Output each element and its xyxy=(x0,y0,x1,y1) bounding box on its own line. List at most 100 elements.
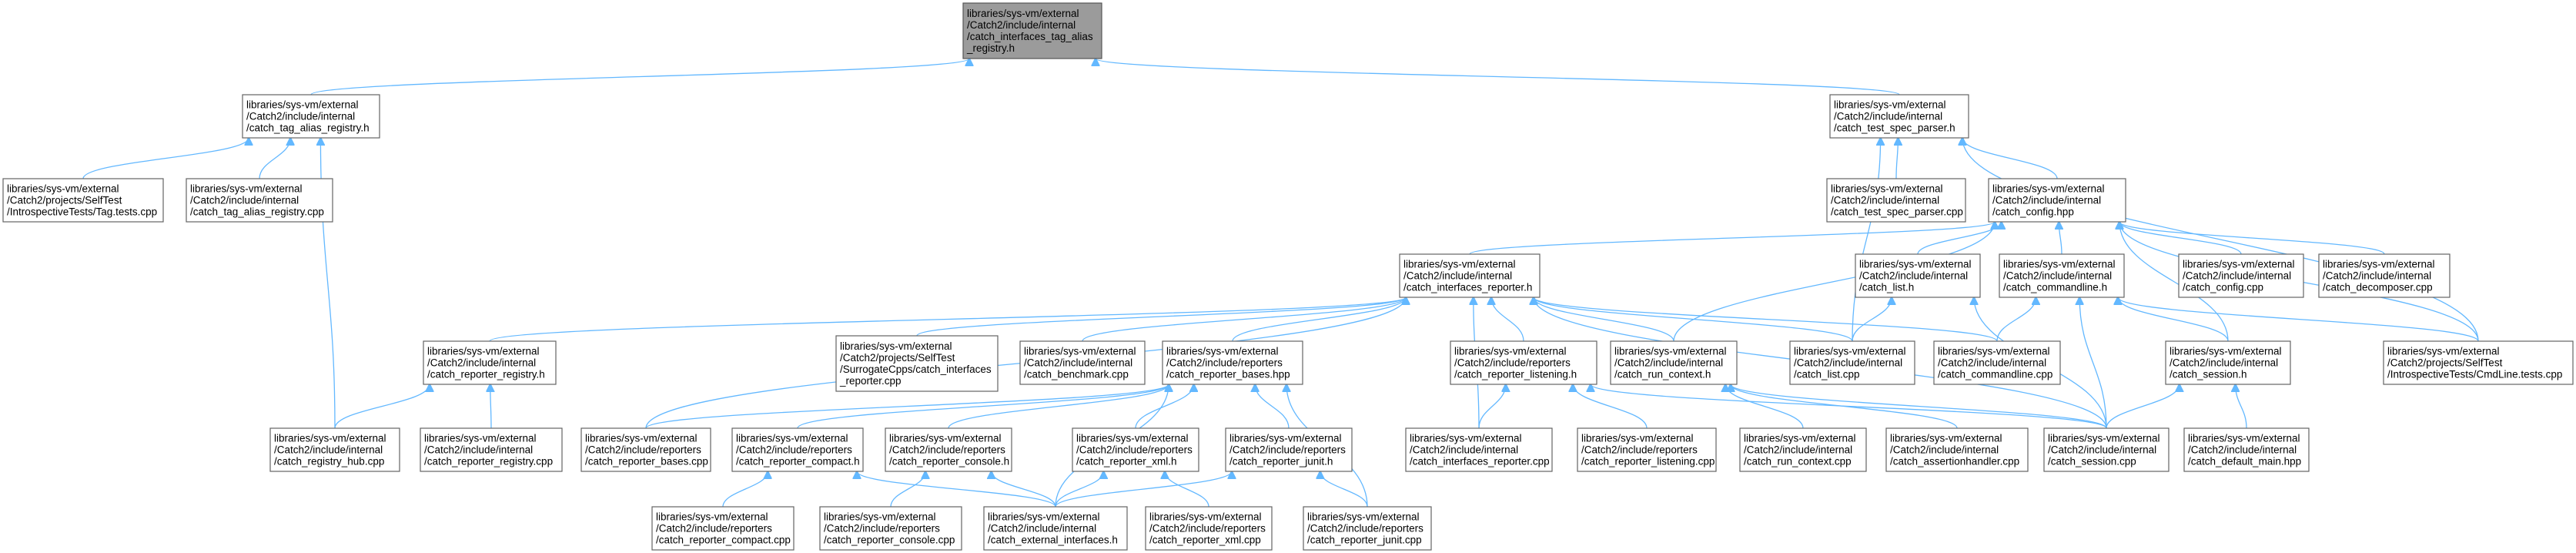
node-label-line: libraries/sys-vm/external xyxy=(1831,183,1943,195)
node-label-line: /Catch2/include/internal xyxy=(2323,270,2431,282)
dependency-edge xyxy=(1165,471,1209,508)
graph-node-registry-hub-cpp[interactable]: libraries/sys-vm/external/Catch2/include… xyxy=(269,427,400,472)
graph-node-tag-tests-cpp[interactable]: libraries/sys-vm/external/Catch2/project… xyxy=(2,178,164,223)
node-label-line: /catch_run_context.h xyxy=(1614,369,1711,380)
node-label-line: libraries/sys-vm/external xyxy=(824,511,936,523)
graph-node-run-context-h[interactable]: libraries/sys-vm/external/Catch2/include… xyxy=(1610,340,1738,385)
graph-node-reporter-compact-h[interactable]: libraries/sys-vm/external/Catch2/include… xyxy=(731,427,864,472)
graph-node-reporter-xml-cpp[interactable]: libraries/sys-vm/external/Catch2/include… xyxy=(1145,506,1273,551)
node-label-line: /catch_test_spec_parser.h xyxy=(1834,122,1955,134)
graph-node-interfaces-reporter-cpp[interactable]: libraries/sys-vm/external/Catch2/include… xyxy=(1405,427,1553,472)
graph-node-surrogate-cpp[interactable]: libraries/sys-vm/external/Catch2/project… xyxy=(835,335,999,392)
node-label-line: /Catch2/projects/SelfTest xyxy=(840,352,955,364)
node-label-line: /catch_reporter_junit.h xyxy=(1229,456,1333,468)
graph-node-reporter-listening-cpp[interactable]: libraries/sys-vm/external/Catch2/include… xyxy=(1577,427,1717,472)
graph-node-interfaces-reporter-h[interactable]: libraries/sys-vm/external/Catch2/include… xyxy=(1399,253,1541,298)
graph-node-cmdline-tests-cpp[interactable]: libraries/sys-vm/external/Catch2/project… xyxy=(2383,340,2574,385)
graph-node-default-main-hpp[interactable]: libraries/sys-vm/external/Catch2/include… xyxy=(2183,427,2310,472)
dependency-edge xyxy=(2236,384,2247,429)
graph-node-reporter-junit-h[interactable]: libraries/sys-vm/external/Catch2/include… xyxy=(1225,427,1353,472)
node-label-line: libraries/sys-vm/external xyxy=(1403,259,1516,270)
graph-node-reporter-registry-cpp[interactable]: libraries/sys-vm/external/Catch2/include… xyxy=(420,427,563,472)
graph-node-test-spec-parser-cpp[interactable]: libraries/sys-vm/external/Catch2/include… xyxy=(1826,178,1966,223)
node-label-line: /Catch2/include/internal xyxy=(246,111,355,122)
node-label-line: /catch_config.hpp xyxy=(1992,206,2074,218)
node-label-line: /Catch2/include/reporters xyxy=(1229,444,1346,456)
node-label-line: libraries/sys-vm/external xyxy=(274,433,386,444)
graph-node-run-context-cpp[interactable]: libraries/sys-vm/external/Catch2/include… xyxy=(1739,427,1867,472)
node-box xyxy=(983,506,1128,551)
graph-node-benchmark-cpp[interactable]: libraries/sys-vm/external/Catch2/include… xyxy=(1019,340,1146,385)
graph-node-list-h[interactable]: libraries/sys-vm/external/Catch2/include… xyxy=(1855,253,1981,298)
node-box xyxy=(1826,178,1966,223)
graph-node-reporter-registry-h[interactable]: libraries/sys-vm/external/Catch2/include… xyxy=(423,340,557,385)
node-label-line: /SurrogateCpps/catch_interfaces xyxy=(840,364,992,375)
node-label-line: /catch_registry_hub.cpp xyxy=(274,456,384,468)
dependency-edge xyxy=(1096,59,1900,96)
graph-node-reporter-xml-h[interactable]: libraries/sys-vm/external/Catch2/include… xyxy=(1072,427,1199,472)
graph-node-reporter-compact-cpp[interactable]: libraries/sys-vm/external/Catch2/include… xyxy=(651,506,795,551)
node-label-line: /Catch2/include/internal xyxy=(1614,357,1723,369)
node-label-line: /catch_run_context.cpp xyxy=(1744,456,1852,468)
node-box xyxy=(2318,253,2451,298)
node-label-line: /Catch2/include/internal xyxy=(1744,444,1852,456)
node-label-line: /catch_reporter_registry.h xyxy=(427,369,545,380)
graph-node-test-spec-parser-h[interactable]: libraries/sys-vm/external/Catch2/include… xyxy=(1829,94,1969,139)
node-box xyxy=(1829,94,1969,139)
graph-node-reporter-bases-hpp[interactable]: libraries/sys-vm/external/Catch2/include… xyxy=(1162,340,1303,385)
dependency-edge xyxy=(797,384,1169,429)
graph-node-reporter-listening-h[interactable]: libraries/sys-vm/external/Catch2/include… xyxy=(1450,340,1597,385)
graph-node-reporter-console-h[interactable]: libraries/sys-vm/external/Catch2/include… xyxy=(885,427,1012,472)
node-box xyxy=(186,178,333,223)
node-label-line: /Catch2/include/reporters xyxy=(1149,523,1266,535)
node-label-line: /catch_reporter_bases.cpp xyxy=(585,456,708,468)
dependency-edge xyxy=(1320,471,1368,508)
graph-node-root[interactable]: libraries/sys-vm/external/Catch2/include… xyxy=(962,2,1102,59)
node-label-line: libraries/sys-vm/external xyxy=(736,433,848,444)
node-label-line: /Catch2/projects/SelfTest xyxy=(2387,357,2503,369)
node-box xyxy=(835,335,999,392)
dependency-edge xyxy=(1731,384,1958,429)
graph-node-commandline-cpp[interactable]: libraries/sys-vm/external/Catch2/include… xyxy=(1933,340,2061,385)
node-label-line: /Catch2/include/internal xyxy=(424,444,533,456)
graph-node-config-cpp[interactable]: libraries/sys-vm/external/Catch2/include… xyxy=(2178,253,2304,298)
graph-node-session-h[interactable]: libraries/sys-vm/external/Catch2/include… xyxy=(2165,340,2291,385)
dependency-edge xyxy=(1917,222,2002,255)
dependency-edge xyxy=(1135,384,1194,429)
node-label-line: /Catch2/include/internal xyxy=(967,19,1076,31)
node-box xyxy=(1933,340,2061,385)
node-box xyxy=(1145,506,1273,551)
node-label-line: libraries/sys-vm/external xyxy=(988,511,1100,523)
dependency-edge xyxy=(2079,297,2107,429)
dependency-edge xyxy=(2059,222,2062,255)
graph-node-tag-alias-registry-h[interactable]: libraries/sys-vm/external/Catch2/include… xyxy=(242,94,380,139)
node-label-line: libraries/sys-vm/external xyxy=(1581,433,1694,444)
graph-node-session-cpp[interactable]: libraries/sys-vm/external/Catch2/include… xyxy=(2043,427,2170,472)
graph-node-tag-alias-registry-cpp[interactable]: libraries/sys-vm/external/Catch2/include… xyxy=(186,178,333,223)
graph-node-list-cpp[interactable]: libraries/sys-vm/external/Catch2/include… xyxy=(1789,340,1915,385)
graph-node-decomposer-cpp[interactable]: libraries/sys-vm/external/Catch2/include… xyxy=(2318,253,2451,298)
node-label-line: /Catch2/include/reporters xyxy=(1076,444,1193,456)
graph-node-external-interfaces-h[interactable]: libraries/sys-vm/external/Catch2/include… xyxy=(983,506,1128,551)
dependency-edge xyxy=(645,384,1169,429)
graph-node-reporter-console-cpp[interactable]: libraries/sys-vm/external/Catch2/include… xyxy=(819,506,962,551)
node-label-line: /catch_test_spec_parser.cpp xyxy=(1831,206,1963,218)
node-label-line: /Catch2/include/internal xyxy=(2170,357,2278,369)
node-label-line: /Catch2/include/reporters xyxy=(1307,523,1423,535)
node-box xyxy=(1303,506,1432,551)
node-label-line: /Catch2/include/reporters xyxy=(889,444,1005,456)
node-box xyxy=(819,506,962,551)
graph-node-assertionhandler-cpp[interactable]: libraries/sys-vm/external/Catch2/include… xyxy=(1885,427,2029,472)
node-label-line: /catch_reporter_console.cpp xyxy=(824,535,955,546)
node-label-line: /IntrospectiveTests/Tag.tests.cpp xyxy=(7,206,157,218)
node-label-line: /catch_external_interfaces.h xyxy=(988,535,1118,546)
node-label-line: /Catch2/include/reporters xyxy=(1454,357,1571,369)
dependency-edge xyxy=(1534,297,1853,342)
node-label-line: libraries/sys-vm/external xyxy=(2323,259,2435,270)
node-box xyxy=(1405,427,1553,472)
graph-node-config-hpp[interactable]: libraries/sys-vm/external/Catch2/include… xyxy=(1988,178,2126,223)
node-box xyxy=(2043,427,2170,472)
graph-node-reporter-junit-cpp[interactable]: libraries/sys-vm/external/Catch2/include… xyxy=(1303,506,1432,551)
graph-node-commandline-h[interactable]: libraries/sys-vm/external/Catch2/include… xyxy=(1999,253,2125,298)
graph-node-reporter-bases-cpp[interactable]: libraries/sys-vm/external/Catch2/include… xyxy=(580,427,711,472)
